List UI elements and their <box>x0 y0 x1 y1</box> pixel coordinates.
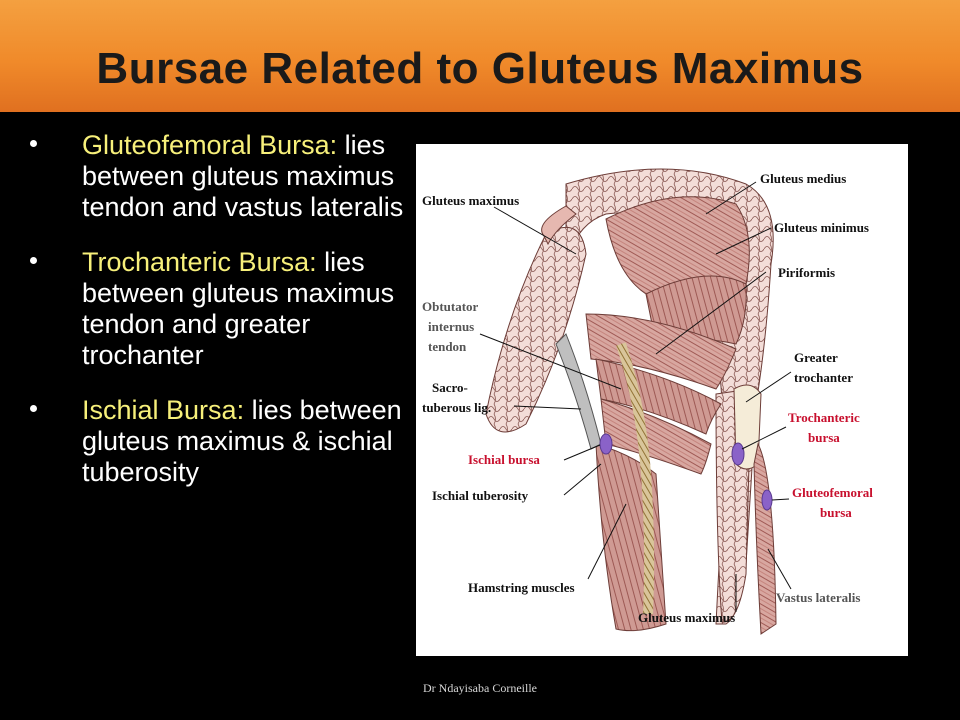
label-gluteus-maximus-bottom: Gluteus maximus <box>638 610 735 625</box>
piriformis-shape <box>585 313 737 390</box>
ischial-bursa-shape <box>599 433 613 455</box>
bullet-list: Gluteofemoral Bursa: lies between gluteu… <box>30 130 420 512</box>
bullet-term: Gluteofemoral Bursa: <box>82 130 338 160</box>
label-sacrotuberous-line2: tuberous lig. <box>422 400 491 415</box>
bullet-text: lies between gluteus maximus tendon and … <box>82 130 404 222</box>
label-obturator-line1: Obtutator <box>422 299 479 314</box>
bullet-ischial: Ischial Bursa: lies between gluteus maxi… <box>30 395 420 488</box>
label-trochanteric-bursa-line1: Trochanteric <box>788 410 860 425</box>
label-gluteofemoral-bursa-line1: Gluteofemoral <box>792 485 873 500</box>
hamstring-shape <box>595 443 667 632</box>
bullet-gluteofemoral: Gluteofemoral Bursa: lies between gluteu… <box>30 130 420 223</box>
sciatic-nerve-shape <box>616 342 655 615</box>
anatomy-figure: Gluteus maximus Gluteus medius Gluteus m… <box>416 144 908 656</box>
left-edge-band <box>541 205 577 246</box>
footer-author: Dr Ndayisaba Corneille <box>423 681 537 695</box>
label-greater-trochanter-line1: Greater <box>794 350 838 365</box>
slide-title: Bursae Related to Gluteus Maximus <box>96 44 864 93</box>
label-obturator-line2: internus <box>428 319 474 334</box>
bullet-trochanteric: Trochanteric Bursa: lies between gluteus… <box>30 247 420 371</box>
label-piriformis: Piriformis <box>778 265 835 280</box>
label-gluteus-medius: Gluteus medius <box>760 171 846 186</box>
vastus-lateralis-shape <box>753 442 777 635</box>
label-obturator-line3: tendon <box>428 339 467 354</box>
label-gluteus-maximus-top: Gluteus maximus <box>422 193 519 208</box>
label-sacrotuberous-line1: Sacro- <box>432 380 468 395</box>
label-greater-trochanter-line2: trochanter <box>794 370 853 385</box>
label-gluteofemoral-bursa-line2: bursa <box>820 505 852 520</box>
title-bar <box>0 0 960 112</box>
bullet-term: Ischial Bursa: <box>82 395 245 425</box>
label-vastus-lateralis: Vastus lateralis <box>776 590 860 605</box>
label-trochanteric-bursa-line2: bursa <box>808 430 840 445</box>
label-hamstring-muscles: Hamstring muscles <box>468 580 575 595</box>
anatomy-illustration: Gluteus maximus Gluteus medius Gluteus m… <box>422 168 873 635</box>
label-gluteus-minimus: Gluteus minimus <box>774 220 869 235</box>
label-ischial-bursa: Ischial bursa <box>468 452 540 467</box>
label-ischial-tuberosity: Ischial tuberosity <box>432 488 529 503</box>
bullet-text: lies between gluteus maximus tendon and … <box>82 247 395 370</box>
leader-lines <box>479 181 792 612</box>
bullet-icon <box>30 405 37 412</box>
gluteus-maximus-left-flap <box>485 226 587 433</box>
bullet-icon <box>30 140 37 147</box>
bullet-term: Trochanteric Bursa: <box>82 247 317 277</box>
gluteofemoral-bursa-shape <box>761 489 773 511</box>
bullet-icon <box>30 257 37 264</box>
trochanteric-bursa-shape <box>731 442 745 466</box>
bullet-text: lies between gluteus maximus & ischial t… <box>82 395 402 487</box>
